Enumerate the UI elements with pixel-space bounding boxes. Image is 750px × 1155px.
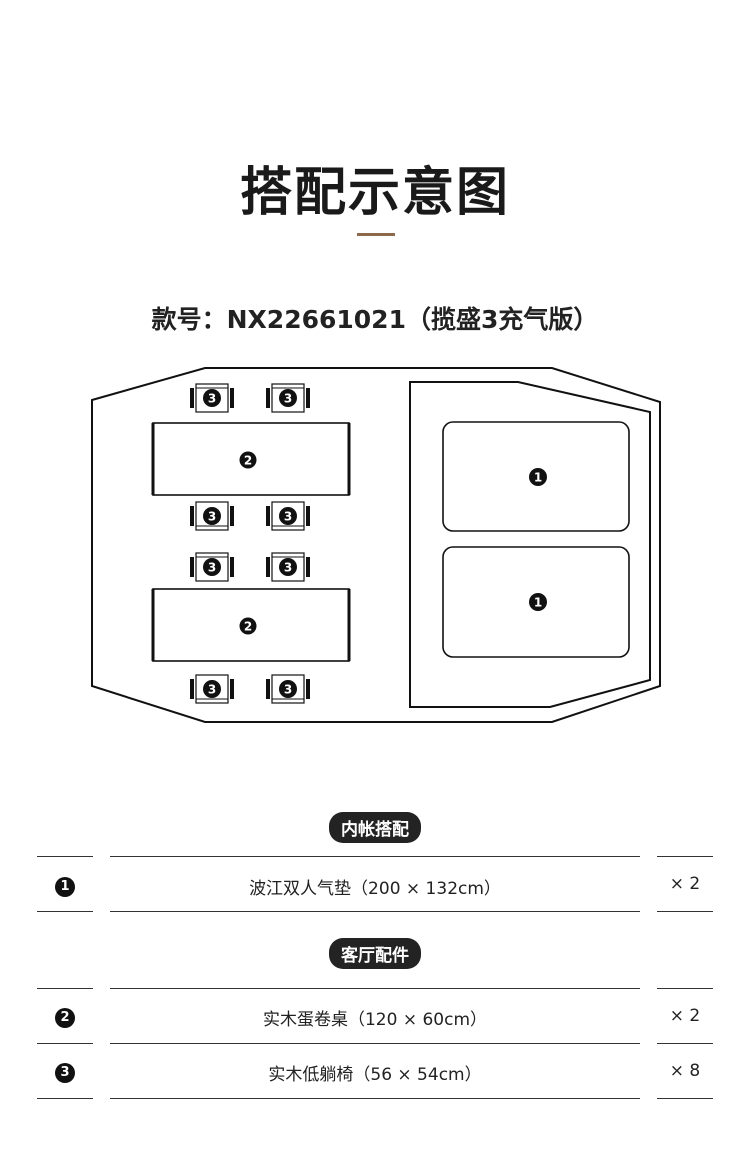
item-quantity: × 2 [669,874,701,894]
item-quantity: × 2 [669,1006,701,1026]
divider [657,911,713,912]
divider [37,856,93,857]
divider [657,856,713,857]
air-mattress-1: 1 [442,421,630,532]
item-quantity: × 8 [669,1061,701,1081]
svg-text:2: 2 [244,620,252,634]
low-chair: 3 [266,501,310,531]
section-label-living-room: 客厅配件 [0,938,750,969]
chair-marker: 3 [284,392,292,406]
divider [37,988,93,989]
divider [37,1043,93,1044]
divider [657,988,713,989]
low-chair: 3 [266,674,310,704]
section-pill-text: 客厅配件 [329,938,421,969]
section-pill-text: 内帐搭配 [329,812,421,843]
divider [657,1098,713,1099]
item-description: 波江双人气垫（200 × 132cm） [249,879,501,899]
chair-marker: 3 [208,683,216,697]
divider [110,1043,640,1044]
table-2: 2 [151,588,351,662]
chair-marker: 3 [284,683,292,697]
inner-tent-outline [409,381,651,708]
divider [37,1098,93,1099]
tent-outline [91,367,661,723]
low-chair: 3 [266,552,310,582]
low-chair: 3 [190,552,234,582]
divider [37,911,93,912]
chair-marker: 3 [284,561,292,575]
chair-marker: 3 [208,510,216,524]
chair-marker: 3 [208,561,216,575]
title-divider [357,233,395,236]
chair-marker: 3 [284,510,292,524]
divider [110,911,640,912]
layout-diagram: 1 1 2 2 3 3 3 3 3 3 3 3 [91,367,661,723]
low-chair: 3 [266,383,310,413]
low-chair: 3 [190,501,234,531]
page-title: 搭配示意图 [239,163,510,223]
chair-marker: 3 [208,392,216,406]
item-number-badge: 2 [37,1006,93,1028]
table-1: 2 [151,422,351,496]
svg-text:1: 1 [534,471,542,485]
item-number-badge: 3 [37,1061,93,1083]
low-chair: 3 [190,674,234,704]
low-chair: 3 [190,383,234,413]
item-number-badge: 1 [37,875,93,897]
section-label-inner-tent: 内帐搭配 [0,812,750,843]
divider [110,856,640,857]
item-description: 实木低躺椅（56 × 54cm） [268,1065,482,1085]
item-description: 实木蛋卷桌（120 × 60cm） [262,1010,488,1030]
model-number: 款号：NX22661021（揽盛3充气版） [151,305,599,334]
divider [657,1043,713,1044]
svg-text:2: 2 [244,454,252,468]
air-mattress-2: 1 [442,546,630,658]
divider [110,1098,640,1099]
svg-text:1: 1 [534,596,542,610]
divider [110,988,640,989]
